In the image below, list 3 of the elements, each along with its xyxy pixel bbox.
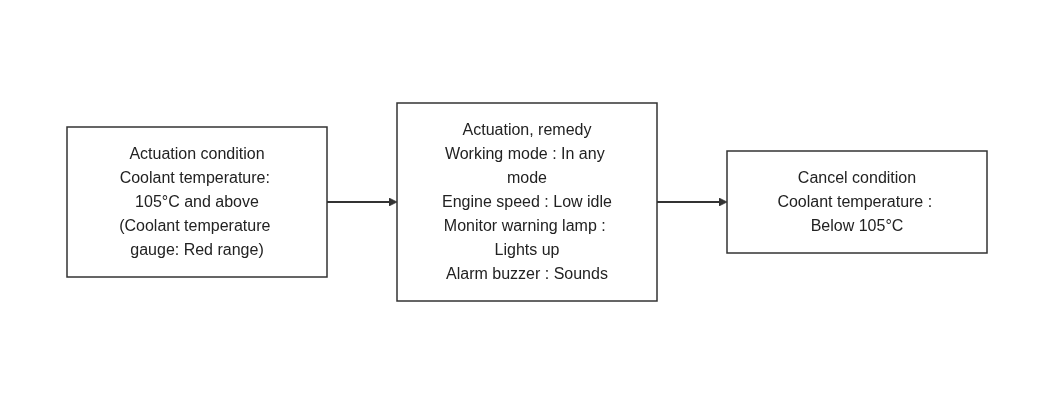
node-box: Actuation, remedy Working mode : In any mode Engine speed : Low idle Monitor warning lamp : Lights up Alarm buzzer : Sounds [395,101,658,302]
node-box: Cancel condition Coolant temperature : Below 105°C [725,149,988,254]
node-box: Actuation condition Coolant temperature: 105°C and above (Coolant temperature gauge: Red range) [65,125,328,278]
